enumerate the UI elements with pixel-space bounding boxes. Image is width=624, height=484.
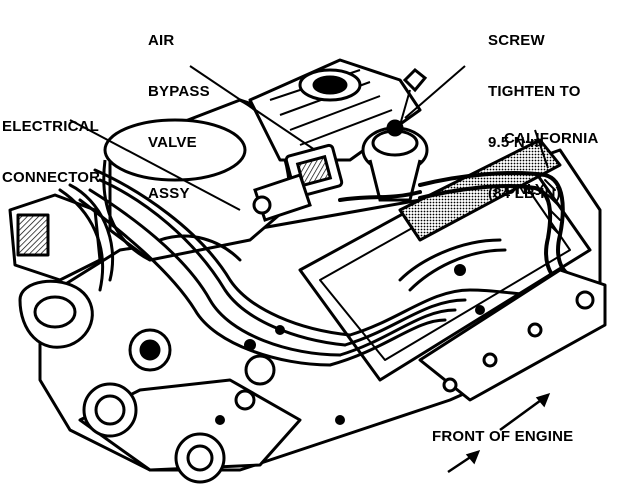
spark-plug-wires-left [58, 168, 352, 367]
label-line: TIGHTEN TO [488, 83, 581, 100]
alternator [8, 193, 102, 349]
label-line: (84 LB-IN) [488, 185, 561, 202]
label-screw: SCREW TIGHTEN TO 9.5 N·m (84 LB-IN) [488, 0, 581, 236]
label-line: VALVE [148, 134, 197, 151]
air-bypass-valve [252, 143, 344, 222]
front-pulleys [82, 328, 276, 484]
label-line: ONLY [504, 181, 546, 198]
label-california-only: CALIFORNIA ONLY [504, 96, 599, 232]
label-line: CONNECTOR [2, 169, 101, 186]
label-line: AIR [148, 32, 175, 49]
label-line: ASSY [148, 185, 190, 202]
front-arrows [447, 393, 551, 474]
label-line: 9.5 N·m [488, 134, 544, 151]
california-tube [338, 171, 572, 284]
label-line: SCREW [488, 32, 545, 49]
leader-lines [69, 65, 549, 211]
label-electrical-connector: ELECTRICAL CONNECTOR [2, 84, 100, 220]
bolts [215, 264, 485, 425]
label-line: CALIFORNIA [504, 130, 599, 147]
label-line: BYPASS [148, 83, 210, 100]
exhaust-manifold [418, 268, 607, 402]
spark-plug-wires-right [328, 238, 562, 367]
label-air-bypass: AIR BYPASS VALVE ASSY [148, 0, 210, 236]
label-line: ELECTRICAL [2, 118, 99, 135]
egr-valve [361, 67, 429, 202]
label-front-of-engine: FRONT OF ENGINE [432, 428, 574, 445]
